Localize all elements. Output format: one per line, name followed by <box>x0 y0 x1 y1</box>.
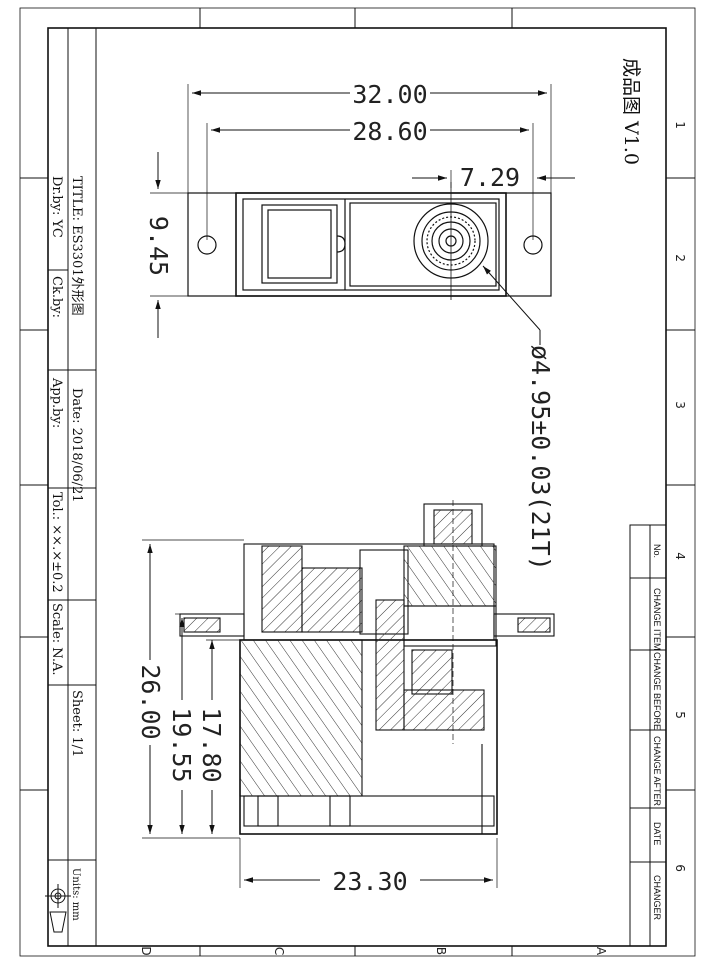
zone-letter: C <box>272 947 286 955</box>
top-view-dimension-labels: 32.00 28.60 7.29 9.45 ø4.95±0.03(21T) <box>144 80 555 571</box>
zone-letters: D C B A <box>139 946 608 956</box>
zone-number: 4 <box>673 552 687 560</box>
change-header-no: No. <box>652 544 662 558</box>
servo-side-section <box>179 500 555 835</box>
dim-case-height: 17.80 <box>197 707 226 782</box>
dim-hole-spacing: 28.60 <box>352 117 427 146</box>
tb-title: TITLE: ES3301外形图 <box>69 176 84 316</box>
servo-top-view <box>187 182 552 300</box>
top-view-dimensions <box>150 84 575 345</box>
change-header-before: CHANGE BEFORE <box>652 652 662 730</box>
side-view-dimension-labels: 26.00 19.55 17.80 23.30 <box>136 664 408 896</box>
tb-drawn-by: Dr.by: YC <box>49 176 64 238</box>
zone-letter: D <box>139 946 153 955</box>
change-header-date: DATE <box>652 822 662 845</box>
change-header-item: CHANGE ITEM <box>652 588 662 651</box>
zone-number: 6 <box>673 864 687 872</box>
dim-tab-height: 19.55 <box>167 707 196 782</box>
zone-letter: A <box>594 947 608 956</box>
zone-letter: B <box>434 947 448 955</box>
title-block-text: TITLE: ES3301外形图 Dr.by: YC Ck.by: Date: … <box>49 176 84 921</box>
title-block <box>47 27 97 947</box>
tb-scale: Scale: N.A. <box>49 603 64 676</box>
tb-approved-by: App.by: <box>49 377 64 428</box>
projection-symbol-icon <box>45 884 71 933</box>
tb-date: Date: 2018/06/21 <box>69 388 84 503</box>
change-header-changer: CHANGER <box>652 875 662 921</box>
tb-tolerance: Tol.: ××.×±0.2 <box>49 492 64 593</box>
change-table-headers: No. CHANGE ITEM CHANGE BEFORE CHANGE AFT… <box>652 544 662 921</box>
dim-body-width: 9.45 <box>144 216 173 276</box>
zone-number: 5 <box>673 711 687 719</box>
change-table <box>629 524 667 947</box>
tb-checked-by: Ck.by: <box>49 276 64 318</box>
zone-number: 2 <box>673 254 687 262</box>
dim-overall-height: 26.00 <box>136 664 165 739</box>
tb-units: Units: mm <box>70 868 81 921</box>
dim-spline: ø4.95±0.03(21T) <box>526 345 555 571</box>
drawing-title: 成品图 V1.0 <box>620 58 642 165</box>
zone-numbers: 1 2 3 4 5 6 <box>673 121 687 872</box>
change-header-after: CHANGE AFTER <box>652 736 662 807</box>
zone-number: 1 <box>673 121 687 129</box>
tb-sheet: Sheet: 1/1 <box>69 690 84 757</box>
dim-shaft-offset: 7.29 <box>460 163 520 192</box>
dim-body-length: 23.30 <box>332 867 407 896</box>
zone-number: 3 <box>673 401 687 409</box>
drawing-border <box>19 7 696 957</box>
dim-overall-length: 32.00 <box>352 80 427 109</box>
side-view-dimensions <box>142 539 498 888</box>
